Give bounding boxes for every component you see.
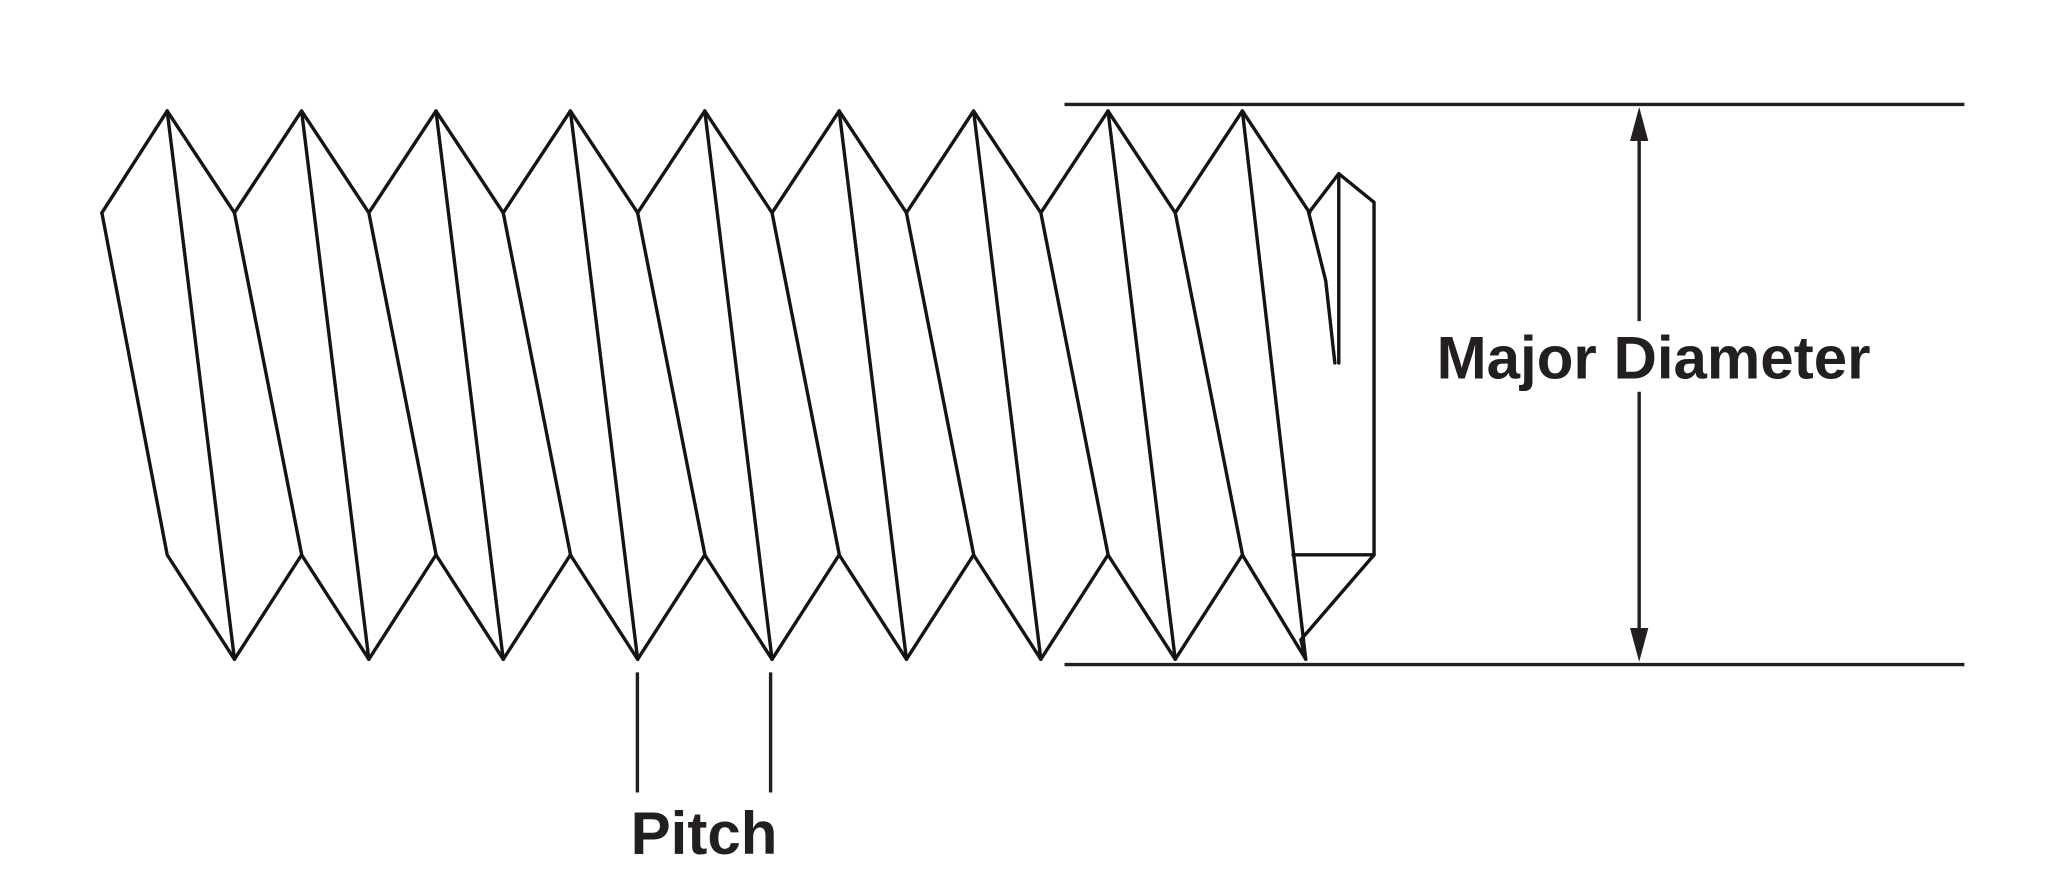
rod-end: [1291, 171, 1376, 642]
thread-line: [837, 109, 909, 662]
thread-line: [299, 109, 371, 662]
thread-flank-line: [635, 211, 707, 557]
thread-line: [568, 109, 640, 662]
thread-line: [971, 109, 1043, 662]
thread-line: [1240, 109, 1308, 662]
thread-line: [434, 109, 505, 662]
thread-flank-line: [1039, 211, 1110, 557]
thread-line: [703, 109, 774, 662]
thread-line: [165, 109, 237, 662]
major-diameter-dimension: Major Diameter: [1064, 102, 1965, 667]
pitch-dimension: Pitch: [631, 672, 778, 867]
threaded-rod: [100, 109, 1312, 662]
thread-flank-line: [1173, 211, 1245, 557]
pitch-label: Pitch: [631, 800, 778, 867]
thread-flank-line: [367, 211, 438, 557]
bottom-crest-profile: [100, 211, 1308, 662]
thread-flank-line: [904, 211, 976, 557]
thread-flank-line: [770, 211, 842, 557]
arrow-up-icon: [1630, 107, 1649, 141]
thread-line: [1106, 109, 1177, 662]
major-diameter-label: Major Diameter: [1437, 325, 1871, 392]
thread-flank-line: [232, 211, 304, 557]
arrow-down-icon: [1630, 627, 1649, 662]
thread-flank-line: [501, 211, 573, 557]
